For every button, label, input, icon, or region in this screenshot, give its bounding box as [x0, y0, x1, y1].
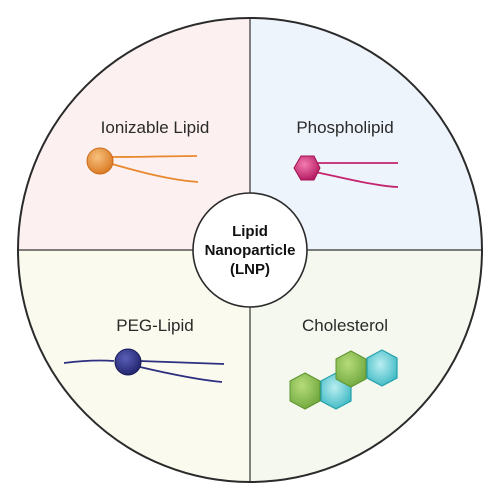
center-circle	[192, 192, 308, 308]
center-label-line1: Lipid	[232, 222, 268, 240]
ionizable-lipid-label: Ionizable Lipid	[100, 118, 210, 137]
phospholipid-label: Phospholipid	[296, 118, 394, 137]
outer-circle	[17, 17, 483, 483]
center-label: Lipid Nanoparticle (LNP)	[195, 214, 305, 286]
cholesterol-label: Cholesterol	[302, 316, 388, 335]
ionizable-lipid-icon	[86, 147, 199, 183]
peg-lipid-label: PEG-Lipid	[116, 316, 194, 335]
peg-lipid-icon	[63, 348, 225, 383]
center-label-line3: (LNP)	[230, 260, 270, 278]
center-label-line2: Nanoparticle	[204, 241, 296, 259]
cholesterol-icon	[289, 349, 398, 410]
phospholipid-icon	[293, 155, 399, 188]
